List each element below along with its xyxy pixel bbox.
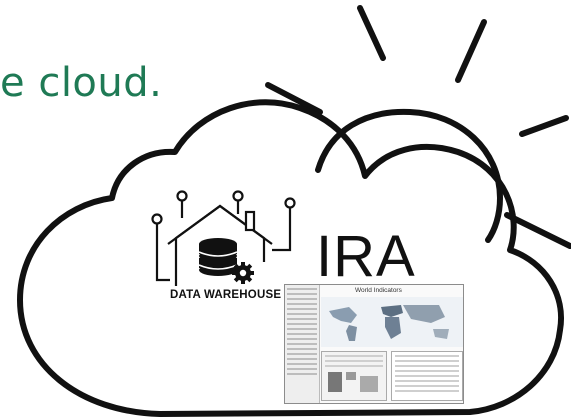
gear-icon <box>232 262 254 284</box>
cloud-icon <box>17 99 564 417</box>
dashboard-list <box>391 351 463 401</box>
dashboard-thumbnail: World Indicators <box>284 284 464 404</box>
dashboard-map <box>321 297 463 347</box>
dashboard-table <box>321 351 387 401</box>
data-warehouse-icon <box>151 190 296 286</box>
dashboard-title: World Indicators <box>355 287 402 294</box>
ira-label: IRA <box>316 224 416 289</box>
dashboard-sidebar <box>285 285 320 403</box>
sun-icon <box>265 5 571 249</box>
database-icon <box>198 238 238 276</box>
data-warehouse-label: DATA WAREHOUSE <box>170 289 282 301</box>
caption-text: e cloud. <box>0 60 163 106</box>
